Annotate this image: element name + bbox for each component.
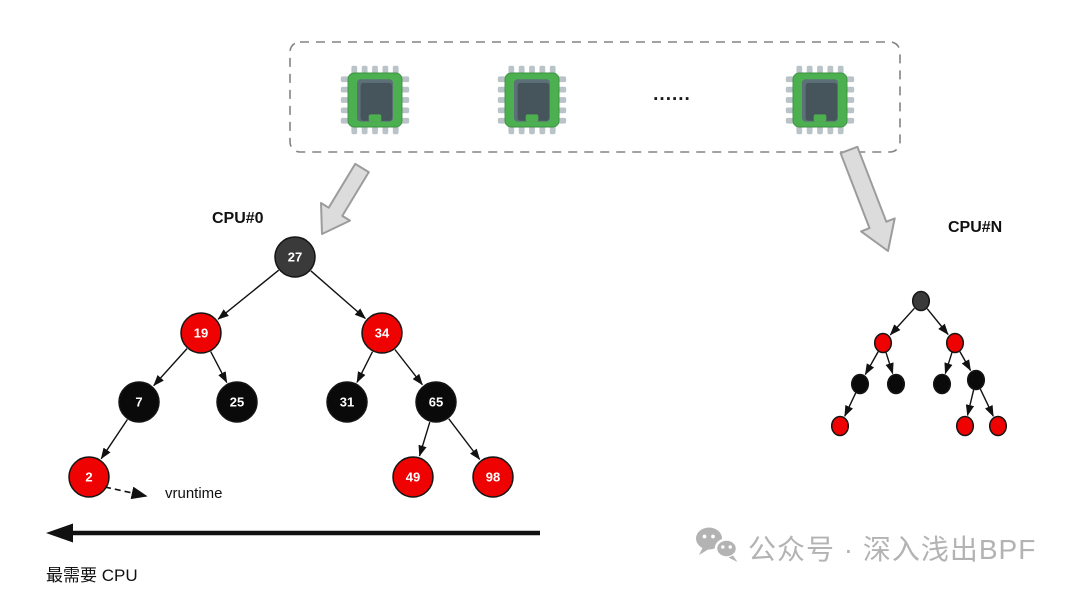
tree-node-value: 31 [340, 395, 354, 410]
tree-node [830, 415, 850, 437]
rbtree-cpun [830, 290, 1008, 437]
tree-node [850, 373, 870, 395]
tree-node-65 [415, 381, 457, 423]
tree-node-value: 2 [85, 470, 92, 485]
tree-edge [926, 308, 949, 336]
cpu-chip-icon [340, 65, 410, 135]
tree-node-25 [216, 381, 258, 423]
watermark-text: 公众号 · 深入浅出BPF [748, 534, 1037, 565]
tree-node-value: 98 [486, 470, 500, 485]
tree-node-98 [472, 456, 514, 498]
tree-edge [979, 388, 994, 417]
tree-node-34 [361, 312, 403, 354]
tree-node-value: 49 [406, 470, 420, 485]
wechat-icon [696, 527, 739, 562]
tree-node-27 [274, 236, 316, 278]
cpu-pool-box [289, 41, 901, 153]
tree-edge [418, 421, 431, 457]
vruntime-pointer-arrow [104, 486, 148, 500]
tree-node-19 [180, 312, 222, 354]
tree-edge [944, 352, 953, 375]
tree-edge [864, 351, 879, 376]
tree-edge [889, 307, 915, 336]
tree-node-value: 34 [375, 326, 390, 341]
cpun-label: CPU#N [948, 219, 1003, 236]
flow-arrow-left-icon [320, 162, 370, 235]
more-cpus-ellipsis: ...... [653, 84, 691, 105]
tree-node [955, 415, 975, 437]
tree-node [945, 332, 965, 354]
priority-axis-arrowhead [46, 523, 73, 543]
tree-node-value: 65 [429, 395, 443, 410]
tree-edge [153, 348, 188, 387]
tree-node [873, 332, 893, 354]
tree-node-value: 7 [135, 395, 142, 410]
tree-edge [217, 269, 280, 320]
tree-node [886, 373, 906, 395]
tree-edge [844, 392, 857, 417]
cpu-chip-icon [785, 65, 855, 135]
tree-node-value: 27 [288, 250, 302, 265]
tree-node-7 [118, 381, 160, 423]
needs-cpu-most-label: 最需要 CPU [46, 566, 138, 585]
tree-node-31 [326, 381, 368, 423]
tree-edge [210, 351, 228, 384]
tree-edge [965, 389, 975, 417]
tree-node [966, 369, 986, 391]
tree-edge [959, 351, 972, 372]
tree-edge [448, 418, 481, 461]
tree-node-49 [392, 456, 434, 498]
tree-node-value: 25 [230, 395, 244, 410]
flow-arrow-right-icon [839, 145, 896, 252]
tree-node [911, 290, 931, 312]
tree-node-value: 19 [194, 326, 208, 341]
tree-edge [885, 352, 894, 375]
tree-node-2 [68, 456, 110, 498]
cpu-chip-icon [497, 65, 567, 135]
rbtree-cpu0: 27 19 34 7 25 31 65 2 49 98 [68, 236, 514, 498]
tree-edge [394, 349, 423, 386]
vruntime-label: vruntime [165, 485, 223, 502]
tree-edge [310, 270, 366, 320]
tree-edge [356, 351, 374, 384]
tree-node [988, 415, 1008, 437]
tree-node [932, 373, 952, 395]
cpu0-label: CPU#0 [212, 210, 264, 227]
tree-edge [100, 419, 128, 460]
